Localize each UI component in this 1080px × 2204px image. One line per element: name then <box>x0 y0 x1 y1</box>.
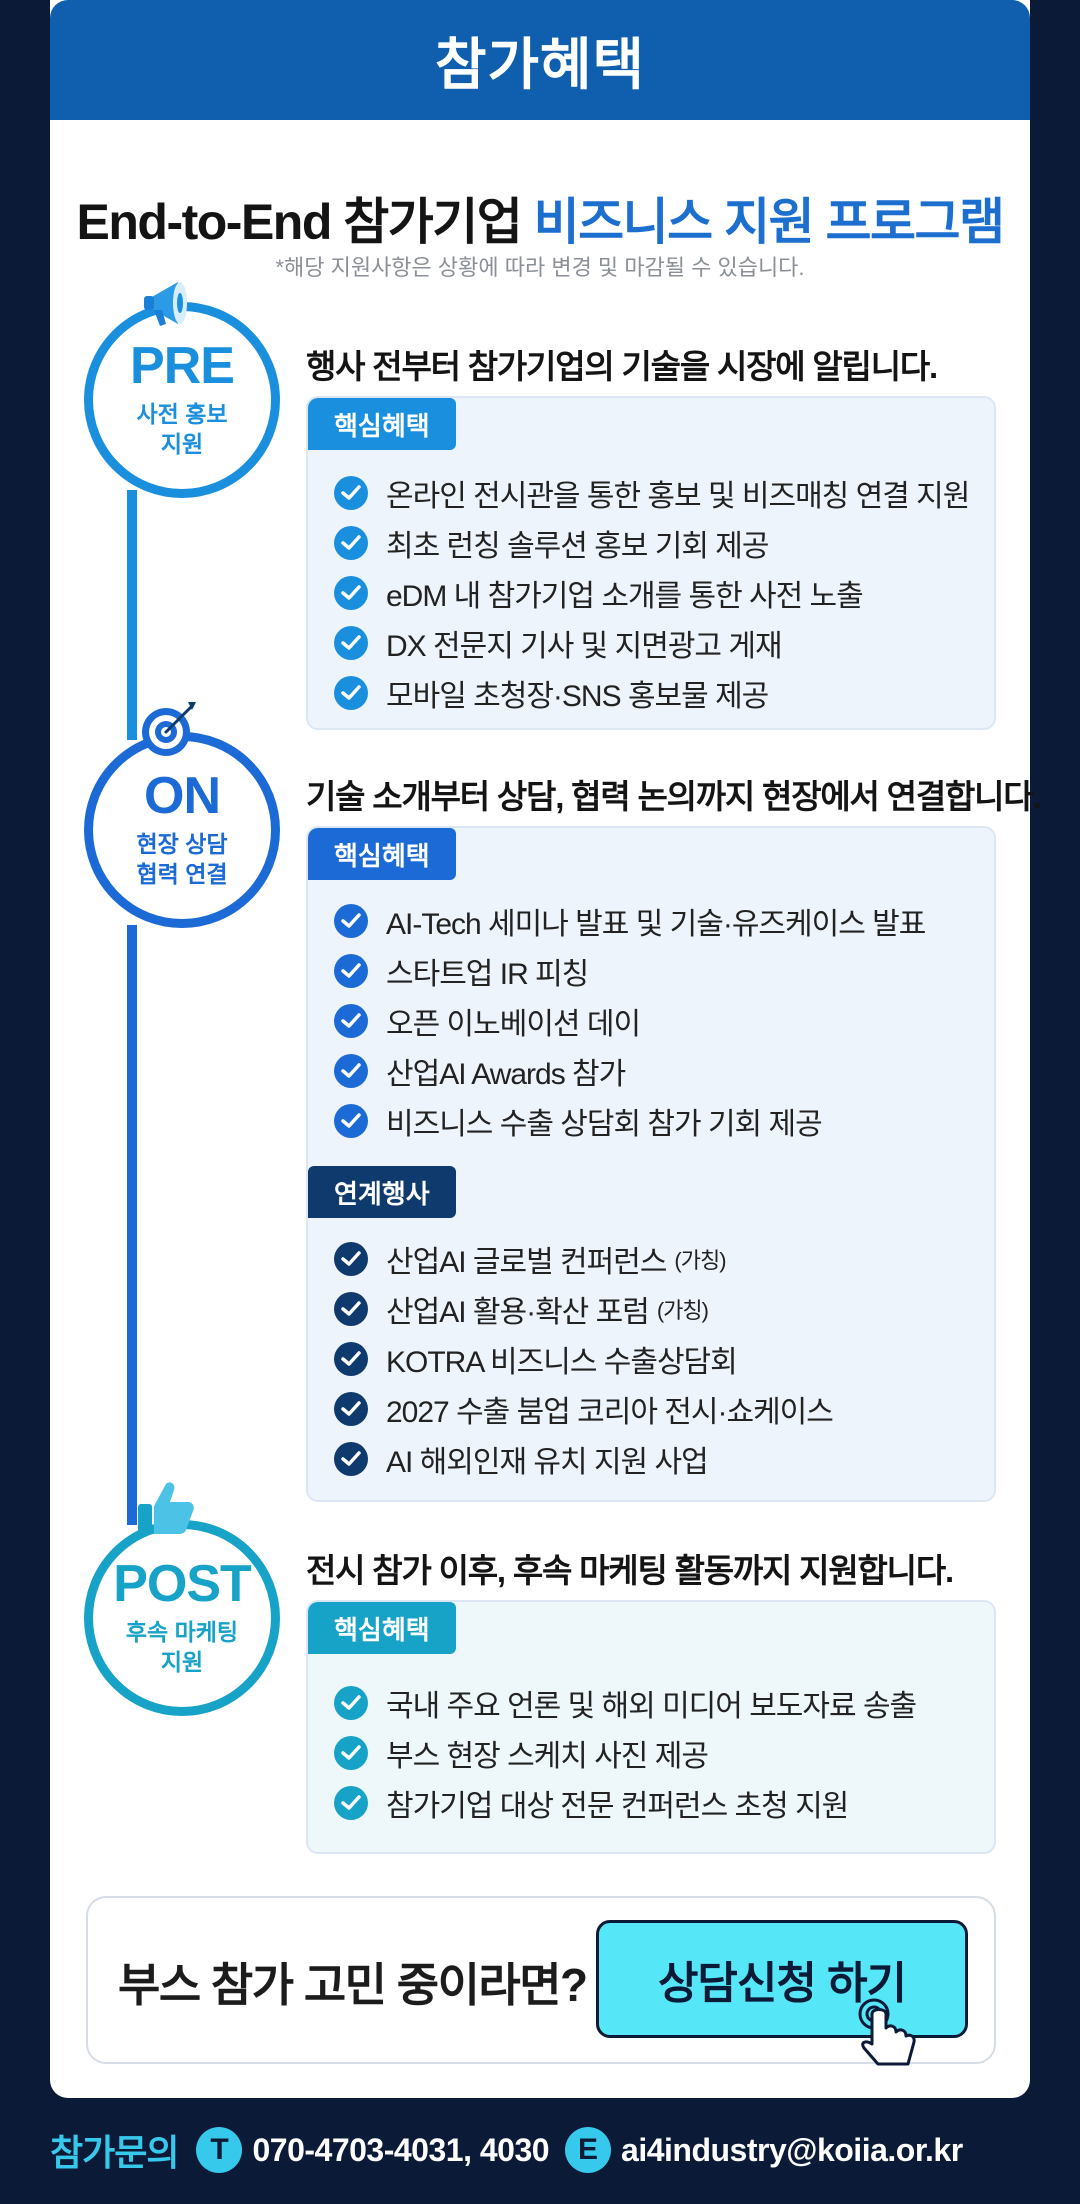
item-note: (가칭) <box>656 1298 709 1323</box>
megaphone-icon <box>138 268 208 338</box>
phone-icon: T <box>196 2127 243 2173</box>
stage-on-sub2: 협력 연결 <box>136 861 228 887</box>
pointer-hand-icon <box>852 1992 932 2072</box>
item-text: 스타트업 IR 피칭 <box>386 958 589 991</box>
contact-label: 참가문의 <box>50 2132 179 2173</box>
check-icon <box>334 626 368 660</box>
item-text: 최초 런칭 솔루션 홍보 기회 제공 <box>386 530 769 563</box>
list-item: eDM 내 참가기업 소개를 통한 사전 노출 <box>334 568 969 618</box>
check-icon <box>334 526 368 560</box>
stage-pre-sub2: 지원 <box>160 431 204 457</box>
list-item: 2027 수출 붐업 코리아 전시·쇼케이스 <box>334 1384 834 1434</box>
check-icon <box>334 1054 368 1088</box>
item-text: 오픈 이노베이션 데이 <box>386 1008 641 1041</box>
list-item: KOTRA 비즈니스 수출상담회 <box>334 1334 833 1384</box>
check-icon <box>334 1292 368 1326</box>
card-header: 참가혜택 <box>50 0 1030 120</box>
item-text: 2027 수출 붐업 코리아 전시·쇼케이스 <box>386 1396 834 1429</box>
list-item: AI-Tech 세미나 발표 및 기술·유즈케이스 발표 <box>334 896 926 946</box>
thumbs-up-icon <box>130 1474 200 1544</box>
cta-text: 부스 참가 고민 중이라면? <box>118 1959 588 2011</box>
stage-pre-code: PRE <box>130 337 235 396</box>
check-icon <box>334 1392 368 1426</box>
check-icon <box>334 1104 368 1138</box>
item-text: 비즈니스 수출 상담회 참가 기회 제공 <box>386 1108 823 1141</box>
stage-on-code: ON <box>144 767 221 826</box>
headline: End-to-End 참가기업 비즈니스 지원 프로그램 <box>50 182 1030 254</box>
contact-footer: 참가문의 T 070-4703-4031, 4030 E ai4industry… <box>50 2120 1050 2180</box>
stage-post-title: 전시 참가 이후, 후속 마케팅 활동까지 지원합니다. <box>306 1552 954 1589</box>
check-icon <box>334 676 368 710</box>
list-item: DX 전문지 기사 및 지면광고 게재 <box>334 618 969 668</box>
stage-pre-tag: 핵심혜택 <box>308 398 456 450</box>
email-address[interactable]: ai4industry@koiia.or.kr <box>621 2131 963 2168</box>
check-icon <box>334 1736 368 1770</box>
check-icon <box>334 576 368 610</box>
headline-highlight: 비즈니스 지원 프로그램 <box>533 194 1005 250</box>
list-item: 최초 런칭 솔루션 홍보 기회 제공 <box>334 518 969 568</box>
item-text: 산업AI Awards 참가 <box>386 1058 626 1091</box>
target-icon <box>134 694 204 764</box>
phone-number[interactable]: 070-4703-4031, 4030 <box>252 2131 550 2168</box>
list-item: 부스 현장 스케치 사진 제공 <box>334 1728 916 1778</box>
list-item: 모바일 초청장·SNS 홍보물 제공 <box>334 668 969 718</box>
stage-pre-title: 행사 전부터 참가기업의 기술을 시장에 알립니다. <box>306 348 938 385</box>
stage-post-badge: POST 후속 마케팅 지원 <box>84 1520 280 1716</box>
item-text: 부스 현장 스케치 사진 제공 <box>386 1740 709 1773</box>
item-text: AI 해외인재 유치 지원 사업 <box>386 1446 709 1479</box>
item-text: 참가기업 대상 전문 컨퍼런스 초청 지원 <box>386 1790 849 1823</box>
timeline-line-on-post <box>127 925 137 1525</box>
consultation-button[interactable]: 상담신청 하기 <box>596 1920 968 2038</box>
check-icon <box>334 1242 368 1276</box>
item-text: DX 전문지 기사 및 지면광고 게재 <box>386 630 783 663</box>
stage-post-code: POST <box>113 1555 252 1614</box>
item-text: 온라인 전시관을 통한 홍보 및 비즈매칭 연결 지원 <box>386 480 970 513</box>
item-text: eDM 내 참가기업 소개를 통한 사전 노출 <box>386 580 864 613</box>
list-item: 온라인 전시관을 통한 홍보 및 비즈매칭 연결 지원 <box>334 468 970 518</box>
list-item: 산업AI Awards 참가 <box>334 1046 925 1096</box>
email-icon: E <box>565 2127 612 2173</box>
stage-on-sub1: 현장 상담 <box>136 831 228 858</box>
list-item: 비즈니스 수출 상담회 참가 기회 제공 <box>334 1096 925 1146</box>
stage-on-benefits: 핵심혜택 AI-Tech 세미나 발표 및 기술·유즈케이스 발표 스타트업 I… <box>306 826 996 1502</box>
item-text: 산업AI 글로벌 컨퍼런스 <box>386 1246 667 1279</box>
list-item: 국내 주요 언론 및 해외 미디어 보도자료 송출 <box>334 1678 917 1728</box>
check-icon <box>334 904 368 938</box>
item-text: KOTRA 비즈니스 수출상담회 <box>386 1346 738 1379</box>
stage-on-tag2: 연계행사 <box>308 1166 456 1218</box>
disclaimer-note: *해당 지원사항은 상황에 따라 변경 및 마감될 수 있습니다. <box>275 255 805 280</box>
check-icon <box>334 1004 368 1038</box>
list-item: 참가기업 대상 전문 컨퍼런스 초청 지원 <box>334 1778 916 1828</box>
stage-post-sub2: 지원 <box>160 1649 204 1675</box>
list-item: AI 해외인재 유치 지원 사업 <box>334 1434 833 1484</box>
page-title: 참가혜택 <box>434 32 646 96</box>
list-item: 스타트업 IR 피칭 <box>334 946 925 996</box>
item-text: 산업AI 활용·확산 포럼 <box>386 1296 650 1329</box>
timeline-line-pre-on <box>127 490 137 740</box>
stage-on-title: 기술 소개부터 상담, 협력 논의까지 현장에서 연결합니다. <box>306 778 1042 815</box>
stage-pre-benefits: 핵심혜택 온라인 전시관을 통한 홍보 및 비즈매칭 연결 지원 최초 런칭 솔… <box>306 396 996 730</box>
list-item: 오픈 이노베이션 데이 <box>334 996 925 1046</box>
stage-post-sub1: 후속 마케팅 <box>125 1619 239 1646</box>
check-icon <box>334 1442 368 1476</box>
check-icon <box>334 1686 368 1720</box>
item-text: AI-Tech 세미나 발표 및 기술·유즈케이스 발표 <box>386 908 926 941</box>
stage-on-tag: 핵심혜택 <box>308 828 456 880</box>
list-item: 산업AI 활용·확산 포럼(가칭) <box>334 1284 833 1334</box>
stage-pre-sub1: 사전 홍보 <box>136 401 228 428</box>
cta-panel: 부스 참가 고민 중이라면? 상담신청 하기 <box>86 1896 996 2064</box>
check-icon <box>334 1786 368 1820</box>
stage-post-tag: 핵심혜택 <box>308 1602 456 1654</box>
item-note: (가칭) <box>674 1248 726 1273</box>
item-text: 모바일 초청장·SNS 홍보물 제공 <box>386 680 769 713</box>
check-icon <box>334 954 368 988</box>
stage-post-benefits: 핵심혜택 국내 주요 언론 및 해외 미디어 보도자료 송출 부스 현장 스케치… <box>306 1600 996 1854</box>
list-item: 산업AI 글로벌 컨퍼런스 (가칭) <box>334 1234 833 1284</box>
check-icon <box>334 476 368 510</box>
item-text: 국내 주요 언론 및 해외 미디어 보도자료 송출 <box>386 1690 917 1723</box>
check-icon <box>334 1342 368 1376</box>
headline-prefix: End-to-End 참가기업 <box>76 194 534 250</box>
